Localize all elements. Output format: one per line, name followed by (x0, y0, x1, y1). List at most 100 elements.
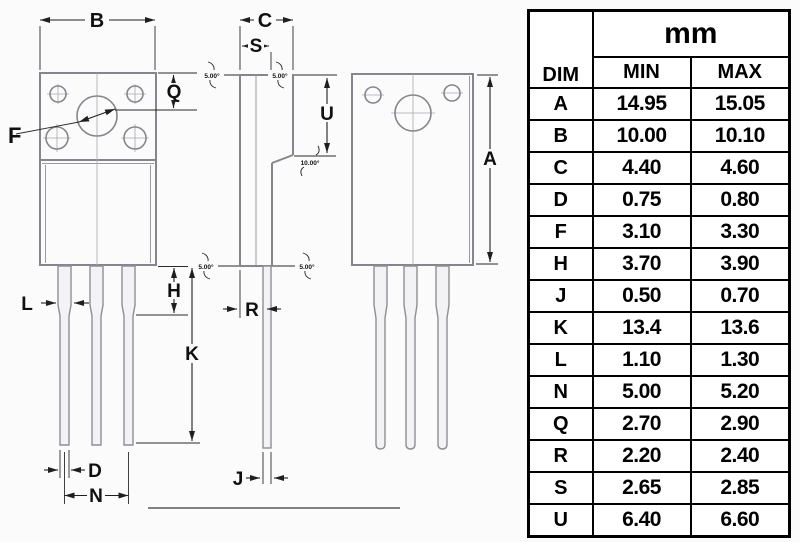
max-cell: 6.60 (689, 503, 791, 538)
dim-label-d: D (88, 461, 102, 482)
dim-cell: Q (527, 407, 594, 441)
lead-side (262, 265, 272, 449)
tab-hole (49, 85, 67, 103)
table-header-unit-row: DIM mm (527, 9, 791, 89)
front-view-left: B Q F L H K D N (8, 9, 200, 507)
angle-label-step: 10.00° (301, 159, 320, 167)
dim-cell: A (527, 87, 594, 121)
max-cell: 2.40 (689, 439, 791, 473)
max-cell: 15.05 (689, 87, 791, 121)
max-cell: 4.60 (689, 151, 791, 185)
min-cell: 5.00 (591, 375, 692, 409)
max-cell: 13.6 (689, 311, 791, 345)
min-cell: 2.65 (591, 471, 692, 505)
tab-hole (443, 84, 461, 102)
min-cell: 4.40 (591, 151, 692, 185)
lead-3 (121, 265, 136, 446)
dim-label-k: K (185, 344, 199, 365)
package-body-outline (351, 73, 474, 266)
package-body-outline (39, 159, 157, 266)
column-header-min: MIN (591, 56, 692, 89)
min-cell: 10.00 (591, 119, 692, 153)
dim-label-r: R (245, 300, 259, 321)
tab-hole (45, 126, 69, 150)
dim-label-u: U (320, 104, 334, 125)
max-cell: 0.70 (689, 279, 791, 313)
max-cell: 0.80 (689, 183, 791, 217)
dim-label-l: L (21, 294, 33, 315)
max-cell: 1.30 (689, 343, 791, 377)
tab-hole (364, 86, 382, 104)
dim-cell: C (527, 151, 594, 185)
dim-line-f (78, 108, 116, 123)
dim-label-b: B (90, 10, 104, 32)
dim-cell: J (527, 279, 594, 313)
max-cell: 2.85 (689, 471, 791, 505)
max-cell: 3.90 (689, 247, 791, 281)
dim-label-q: Q (167, 82, 182, 103)
front-view-right: A (351, 73, 498, 450)
dim-cell: F (527, 215, 594, 249)
min-cell: 3.10 (591, 215, 692, 249)
max-cell: 10.10 (689, 119, 791, 153)
dim-label-c: C (258, 10, 272, 32)
max-cell: 3.30 (689, 215, 791, 249)
max-cell: 5.20 (689, 375, 791, 409)
tab-hole (126, 85, 144, 103)
min-cell: 0.75 (591, 183, 692, 217)
dim-label-n: N (89, 486, 103, 507)
lead-2 (403, 265, 418, 450)
angle-label-top-left: 5.00° (204, 72, 220, 80)
dim-label-f: F (8, 123, 21, 148)
column-header-dim: DIM (527, 9, 594, 89)
lead-2 (89, 265, 104, 446)
dim-cell: B (527, 119, 594, 153)
dim-label-h: H (167, 281, 181, 302)
tab-hole (123, 126, 147, 150)
dim-cell: U (527, 503, 594, 538)
package-drawing: B Q F L H K D N (8, 9, 498, 509)
lead-1 (373, 265, 388, 450)
angle-label-bottom-right: 5.00° (299, 263, 315, 271)
table-header-row: MIN MAX (529, 56, 791, 89)
lead-1 (57, 265, 72, 446)
dim-cell: R (527, 439, 594, 473)
lead-3 (435, 265, 450, 450)
dim-cell: N (527, 375, 594, 409)
angle-label-top-right: 5.00° (272, 72, 288, 80)
dim-label-s: S (250, 36, 263, 57)
unit-header-mm: mm (591, 9, 791, 58)
min-cell: 13.4 (591, 311, 692, 345)
column-header-max: MAX (689, 56, 791, 89)
min-cell: 0.50 (591, 279, 692, 313)
min-cell: 1.10 (591, 343, 692, 377)
angle-label-bottom-left: 5.00° (198, 263, 214, 271)
min-cell: 2.70 (591, 407, 692, 441)
side-view: C S U R J 5.00° 5.00° 10.00° 5.00° (148, 9, 400, 509)
dim-cell: S (527, 471, 594, 505)
dim-cell: H (527, 247, 594, 281)
mounting-hole (394, 94, 432, 132)
mounting-hole (76, 95, 118, 137)
dim-cell: L (527, 343, 594, 377)
max-cell: 2.90 (689, 407, 791, 441)
min-cell: 2.20 (591, 439, 692, 473)
dim-label-a: A (483, 149, 497, 170)
min-cell: 6.40 (591, 503, 692, 538)
